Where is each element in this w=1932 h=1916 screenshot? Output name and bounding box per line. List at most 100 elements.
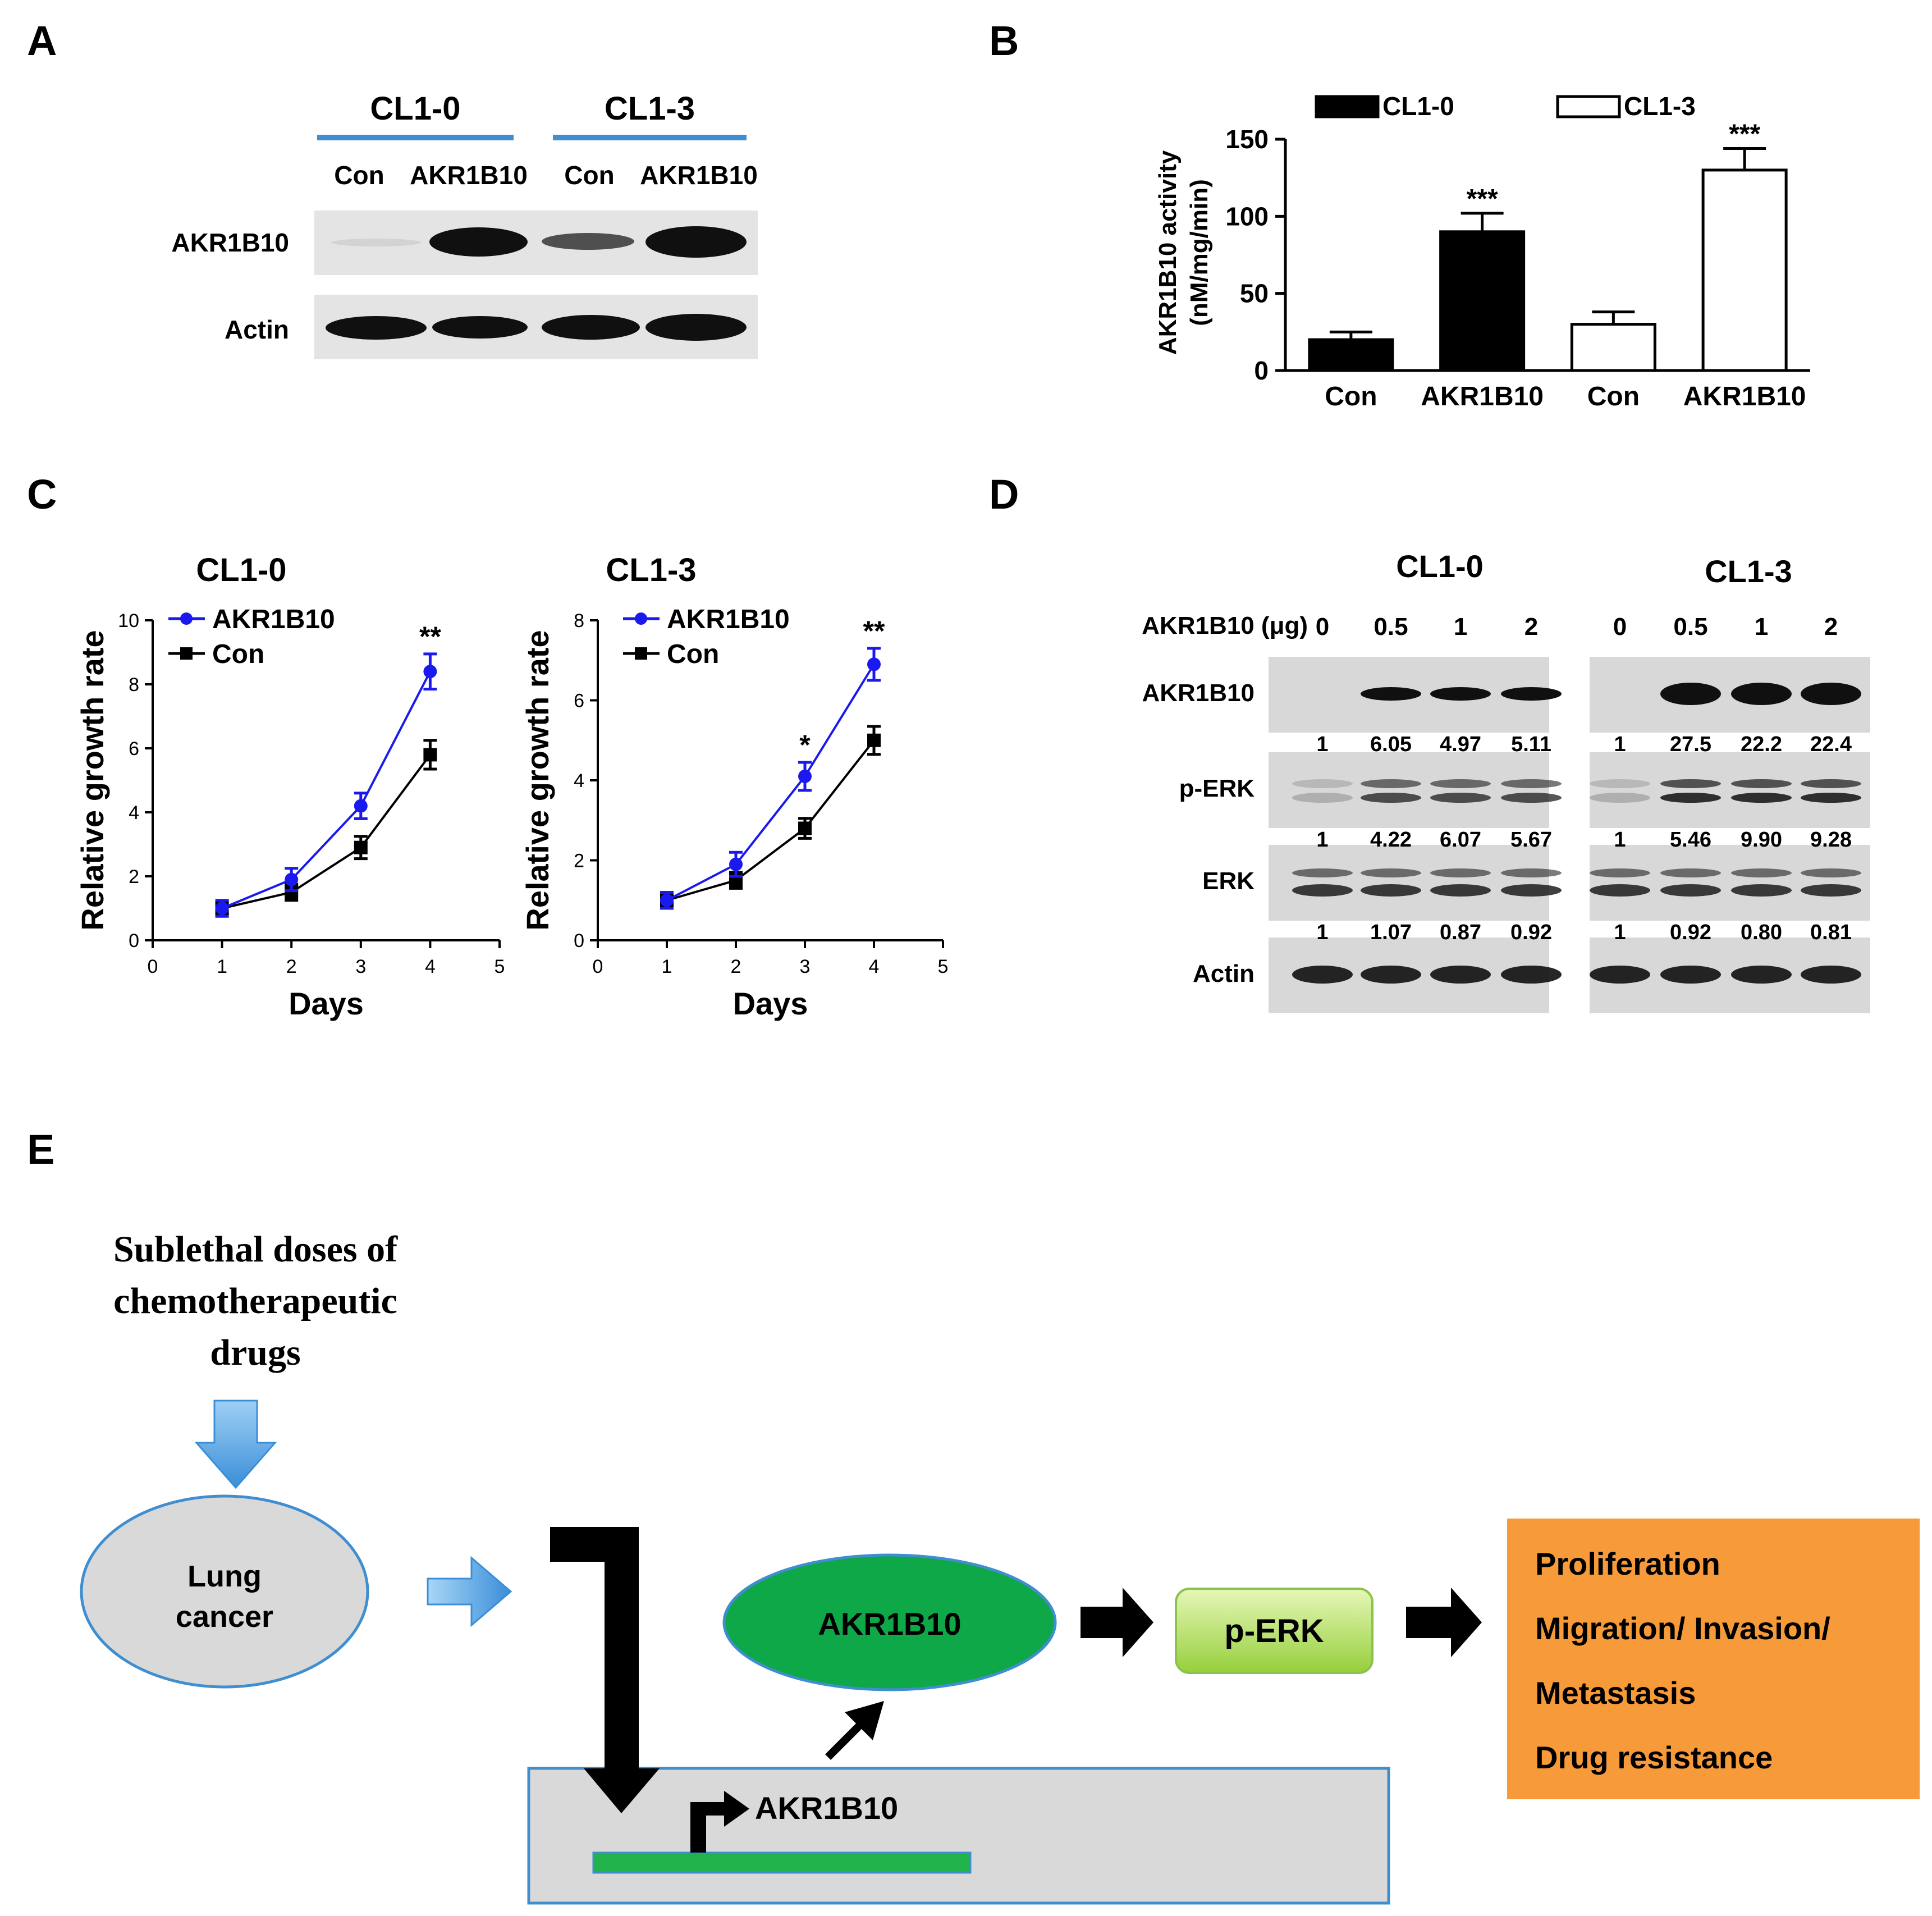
y-tick-label: 2: [129, 866, 139, 888]
y-tick-label: 50: [1240, 279, 1269, 308]
dose-value: 1: [1453, 613, 1468, 641]
quant-value: 4.97: [1440, 733, 1481, 756]
chromatin-box: [527, 1767, 1390, 1905]
category-label: Con: [1587, 382, 1640, 411]
drug-text-line: chemotherapeutic: [113, 1281, 397, 1321]
bar: [1439, 230, 1526, 372]
right-arrow-icon: [427, 1556, 512, 1627]
panel-e: Sublethal doses of chemotherapeutic drug…: [0, 1207, 1932, 1916]
x-axis-label: Days: [289, 986, 364, 1021]
blot-band: [1292, 884, 1353, 897]
dose-value: 2: [1824, 613, 1838, 641]
blot-band: [1292, 793, 1353, 803]
lane-label: Con: [564, 161, 615, 190]
data-point: [867, 733, 881, 747]
legend-marker: [180, 612, 193, 625]
group-underline: [553, 135, 747, 140]
panel-label-a: A: [27, 17, 57, 64]
row-label: AKR1B10: [1142, 679, 1255, 707]
blot-band: [542, 233, 634, 250]
legend-label: Con: [212, 639, 264, 669]
lung-cancer-label: Lung cancer: [84, 1556, 365, 1637]
blot-band: [429, 227, 528, 257]
quant-value: 1: [1316, 733, 1329, 756]
x-tick-label: 1: [662, 956, 672, 977]
quant-value: 22.4: [1810, 733, 1852, 756]
y-tick-label: 0: [129, 930, 139, 952]
blot-band: [1361, 966, 1421, 984]
blot-band: [1501, 687, 1562, 701]
blot-band: [1590, 779, 1650, 788]
x-tick-label: 0: [148, 956, 158, 977]
right-arrow-icon: [1081, 1588, 1153, 1657]
blot-band: [1801, 868, 1861, 877]
blot-band: [1590, 884, 1650, 897]
y-tick-label: 0: [574, 930, 584, 952]
row-label-akr1b10: AKR1B10: [171, 228, 289, 257]
quant-value: 5.67: [1510, 828, 1552, 852]
quant-value: 1.07: [1370, 921, 1412, 944]
bar: [1701, 168, 1788, 372]
blot-band: [1361, 779, 1421, 788]
chart-title: CL1-3: [606, 552, 696, 588]
tss-arrow-icon: [690, 1791, 749, 1853]
pathway-diagram: [80, 1400, 1920, 1905]
blot-band: [331, 239, 421, 246]
blot-band: [1292, 966, 1353, 984]
quant-value: 1: [1614, 733, 1626, 756]
panel-label-c: C: [27, 471, 57, 518]
blot-strip: [1590, 845, 1870, 921]
blot-band: [1430, 966, 1491, 984]
blot-strip: [1269, 845, 1562, 921]
blot-strip: [1590, 657, 1870, 733]
dose-value: 0: [1315, 613, 1330, 641]
y-tick-label: 150: [1225, 125, 1269, 154]
data-point: [729, 857, 743, 871]
x-tick-label: 0: [593, 956, 603, 977]
blot-band: [1731, 683, 1792, 705]
x-tick-label: 2: [731, 956, 741, 977]
quant-value: 4.22: [1370, 828, 1412, 852]
group-label-cl1-3: CL1-3: [1705, 554, 1792, 589]
blot-band: [1590, 966, 1650, 984]
series-line: [221, 671, 432, 909]
blot-band: [1430, 793, 1491, 803]
data-point: [423, 665, 437, 679]
outcomes-box: [1507, 1519, 1920, 1799]
chart-title: CL1-0: [196, 552, 286, 588]
data-point: [285, 872, 299, 886]
significance-label: ***: [1467, 184, 1498, 214]
blot-band: [1292, 779, 1353, 788]
panel-label-b: B: [989, 17, 1019, 64]
blot-band: [1430, 868, 1491, 877]
quant-value: 0.92: [1510, 921, 1552, 944]
significance-label: *: [799, 729, 811, 761]
group-label-cl1-0: CL1-0: [370, 90, 461, 127]
quant-value: 27.5: [1670, 733, 1711, 756]
bar: [1308, 338, 1394, 372]
blot-band: [1801, 793, 1861, 803]
blot-band: [645, 226, 747, 258]
quant-value: 9.90: [1741, 828, 1782, 852]
dose-value: 0: [1613, 613, 1627, 641]
legend-label: AKR1B10: [212, 605, 335, 634]
blot-band: [1501, 779, 1562, 788]
blot-band: [542, 315, 640, 340]
group-label-cl1-3: CL1-3: [604, 90, 695, 127]
quant-value: 5.11: [1511, 733, 1551, 756]
y-axis-label-line: (nM/mg/min): [1185, 179, 1213, 326]
y-tick-label: 4: [129, 802, 139, 824]
series-line: [666, 739, 875, 902]
data-point: [660, 893, 674, 907]
lane-label: AKR1B10: [640, 161, 758, 190]
quant-value: 1: [1614, 828, 1626, 852]
drug-text-line: Sublethal doses of: [113, 1229, 398, 1270]
quant-value: 0.92: [1670, 921, 1711, 944]
blot-band: [1361, 687, 1421, 701]
quant-value: 1: [1614, 921, 1626, 944]
outcome-item: Migration/ Invasion/: [1535, 1611, 1830, 1646]
y-tick-label: 8: [129, 674, 139, 696]
x-tick-label: 3: [800, 956, 811, 977]
category-label: AKR1B10: [1421, 382, 1544, 411]
